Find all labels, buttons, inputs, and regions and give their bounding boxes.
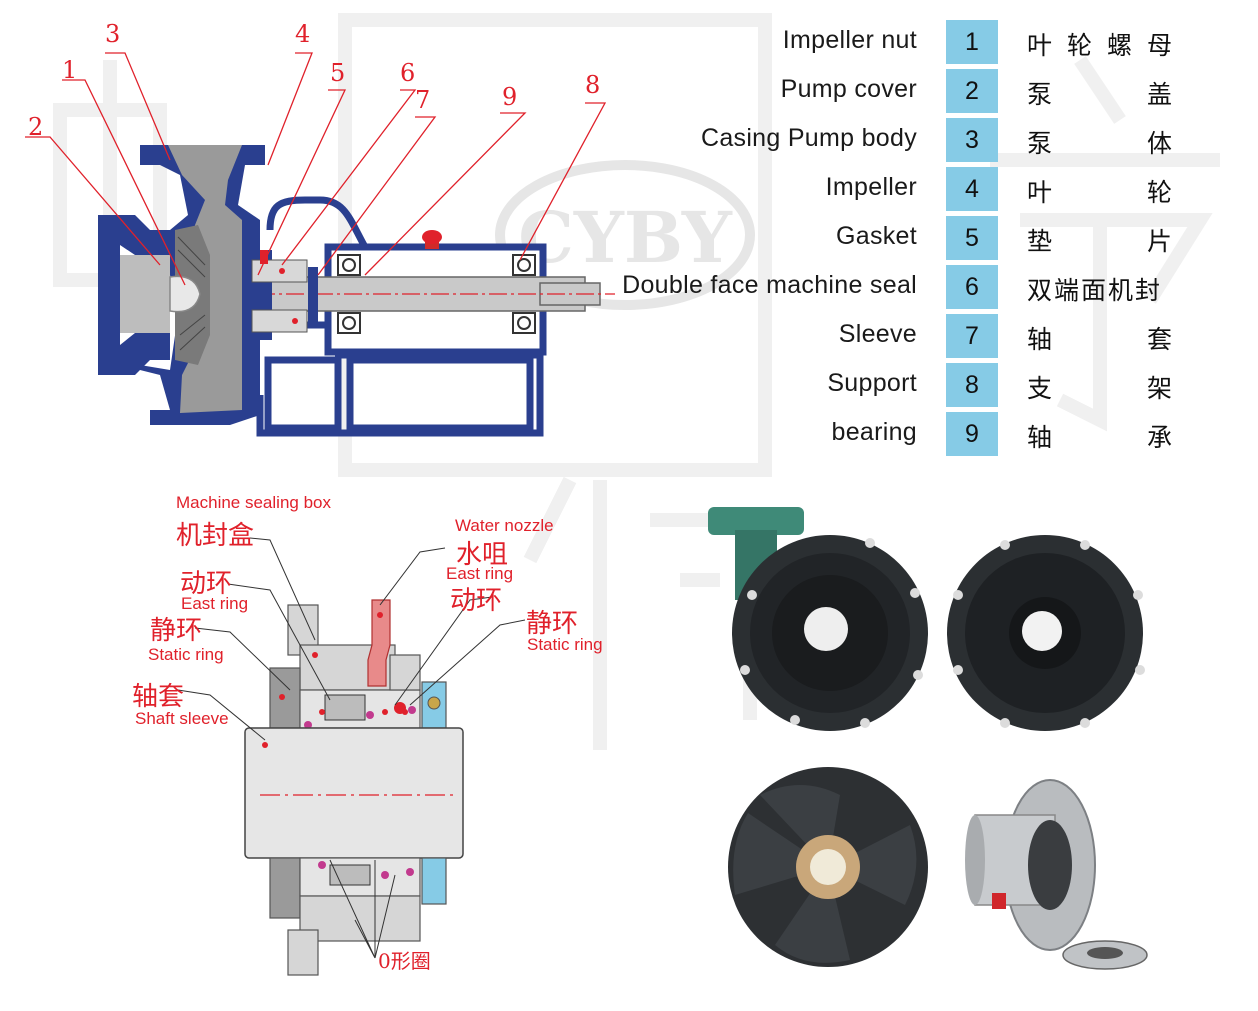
label-machine-sealing-box-en: Machine sealing box (176, 493, 331, 512)
part-name-en: Support (827, 369, 917, 397)
part-number: 4 (946, 167, 998, 211)
seal-box-bottom (269, 857, 447, 976)
parts-row: bearing 9 轴承 (600, 412, 1220, 456)
part-name-en: Casing Pump body (700, 124, 917, 152)
part-name-cn: 泵体 (1027, 129, 1172, 158)
part-name-en: Gasket (836, 222, 917, 250)
part-name-en: Double face machine seal (622, 271, 917, 299)
label-shaft-sleeve-cn: 轴套 (132, 682, 185, 712)
oil-cap (422, 230, 442, 249)
label-east-ring-en-left: East ring (181, 594, 249, 613)
label-static-ring-en-left: Static ring (148, 645, 224, 664)
part-number: 7 (946, 314, 998, 358)
impeller-vanes (177, 236, 206, 351)
label-o-ring: 0形圈 (378, 949, 431, 973)
impeller-nut (169, 275, 201, 313)
water-nozzle (367, 599, 391, 687)
parts-row: Impeller 4 叶轮 (600, 167, 1220, 211)
part-number: 2 (946, 69, 998, 113)
parts-row: Sleeve 7 轴套 (600, 314, 1220, 358)
label-water-nozzle-en: Water nozzle (455, 516, 554, 535)
pump-cross-section: 2 1 3 4 5 6 7 9 8 (25, 20, 615, 437)
label-east-ring-en-right: East ring (446, 564, 514, 583)
parts-row: Casing Pump body 3 泵体 (600, 118, 1220, 162)
impeller-photo (728, 767, 928, 967)
part-name-cn: 轴套 (1027, 325, 1172, 354)
bearings (337, 254, 536, 334)
part-number: 3 (946, 118, 998, 162)
label-east-ring-cn-right: 动环 (450, 586, 503, 616)
part-number: 9 (946, 412, 998, 456)
part-number: 5 (946, 216, 998, 260)
part-name-cn: 双端面机封 (1027, 276, 1163, 305)
label-static-ring-en-right: Static ring (527, 635, 603, 654)
parts-table: Impeller nut 1 叶轮螺母 Pump cover 2 泵盖 Casi… (600, 18, 1220, 458)
part-name-en: Impeller (825, 173, 917, 201)
callout-1: 1 (62, 56, 77, 84)
label-east-ring-cn-left: 动环 (180, 569, 233, 599)
part-name-cn: 支架 (1027, 374, 1172, 403)
mechanical-seal-photo (965, 779, 1148, 970)
callout-6: 6 (400, 59, 415, 87)
parts-row: Impeller nut 1 叶轮螺母 (600, 20, 1220, 64)
cyby-logo-ring (495, 160, 755, 310)
inlet-bore (120, 255, 170, 333)
parts-row: Double face machine seal 6 双端面机封 (600, 265, 1220, 309)
cyby-logo-text: CYBY (518, 196, 733, 279)
part-number: 6 (946, 265, 998, 309)
seal-area (242, 250, 318, 340)
part-number: 8 (946, 363, 998, 407)
callout-4: 4 (295, 20, 310, 48)
part-name-cn: 叶轮螺母 (1027, 31, 1172, 60)
pump-cover-photo (947, 535, 1145, 731)
parts-row: Pump cover 2 泵盖 (600, 69, 1220, 113)
seal-diagram (244, 599, 464, 976)
part-name-cn: 叶轮 (1027, 178, 1172, 207)
pump-casing-photo (708, 507, 928, 731)
part-name-en: Impeller nut (782, 26, 917, 54)
part-name-en: bearing (831, 418, 917, 446)
callout-9: 9 (502, 83, 517, 111)
diagram-callouts (25, 52, 607, 286)
label-machine-sealing-box-cn: 机封盒 (176, 521, 255, 551)
part-name-cn: 泵盖 (1027, 80, 1172, 109)
callout-3: 3 (105, 20, 120, 48)
part-name-en: Pump cover (780, 75, 917, 103)
part-name-cn: 垫片 (1027, 227, 1172, 256)
part-number: 1 (946, 20, 998, 64)
part-name-cn: 轴承 (1027, 423, 1172, 452)
callout-2: 2 (28, 113, 43, 141)
product-photos (708, 507, 1148, 970)
callout-8: 8 (585, 71, 600, 99)
label-shaft-sleeve-en: Shaft sleeve (135, 709, 229, 728)
part-name-en: Sleeve (838, 320, 917, 348)
label-water-nozzle-cn: 水咀 (456, 540, 509, 570)
label-static-ring-cn-left: 静环 (150, 616, 203, 646)
callout-5: 5 (330, 59, 345, 87)
parts-row: Gasket 5 垫片 (600, 216, 1220, 260)
callout-7: 7 (415, 86, 430, 114)
parts-row: Support 8 支架 (600, 363, 1220, 407)
label-static-ring-cn-right: 静环 (526, 609, 579, 639)
